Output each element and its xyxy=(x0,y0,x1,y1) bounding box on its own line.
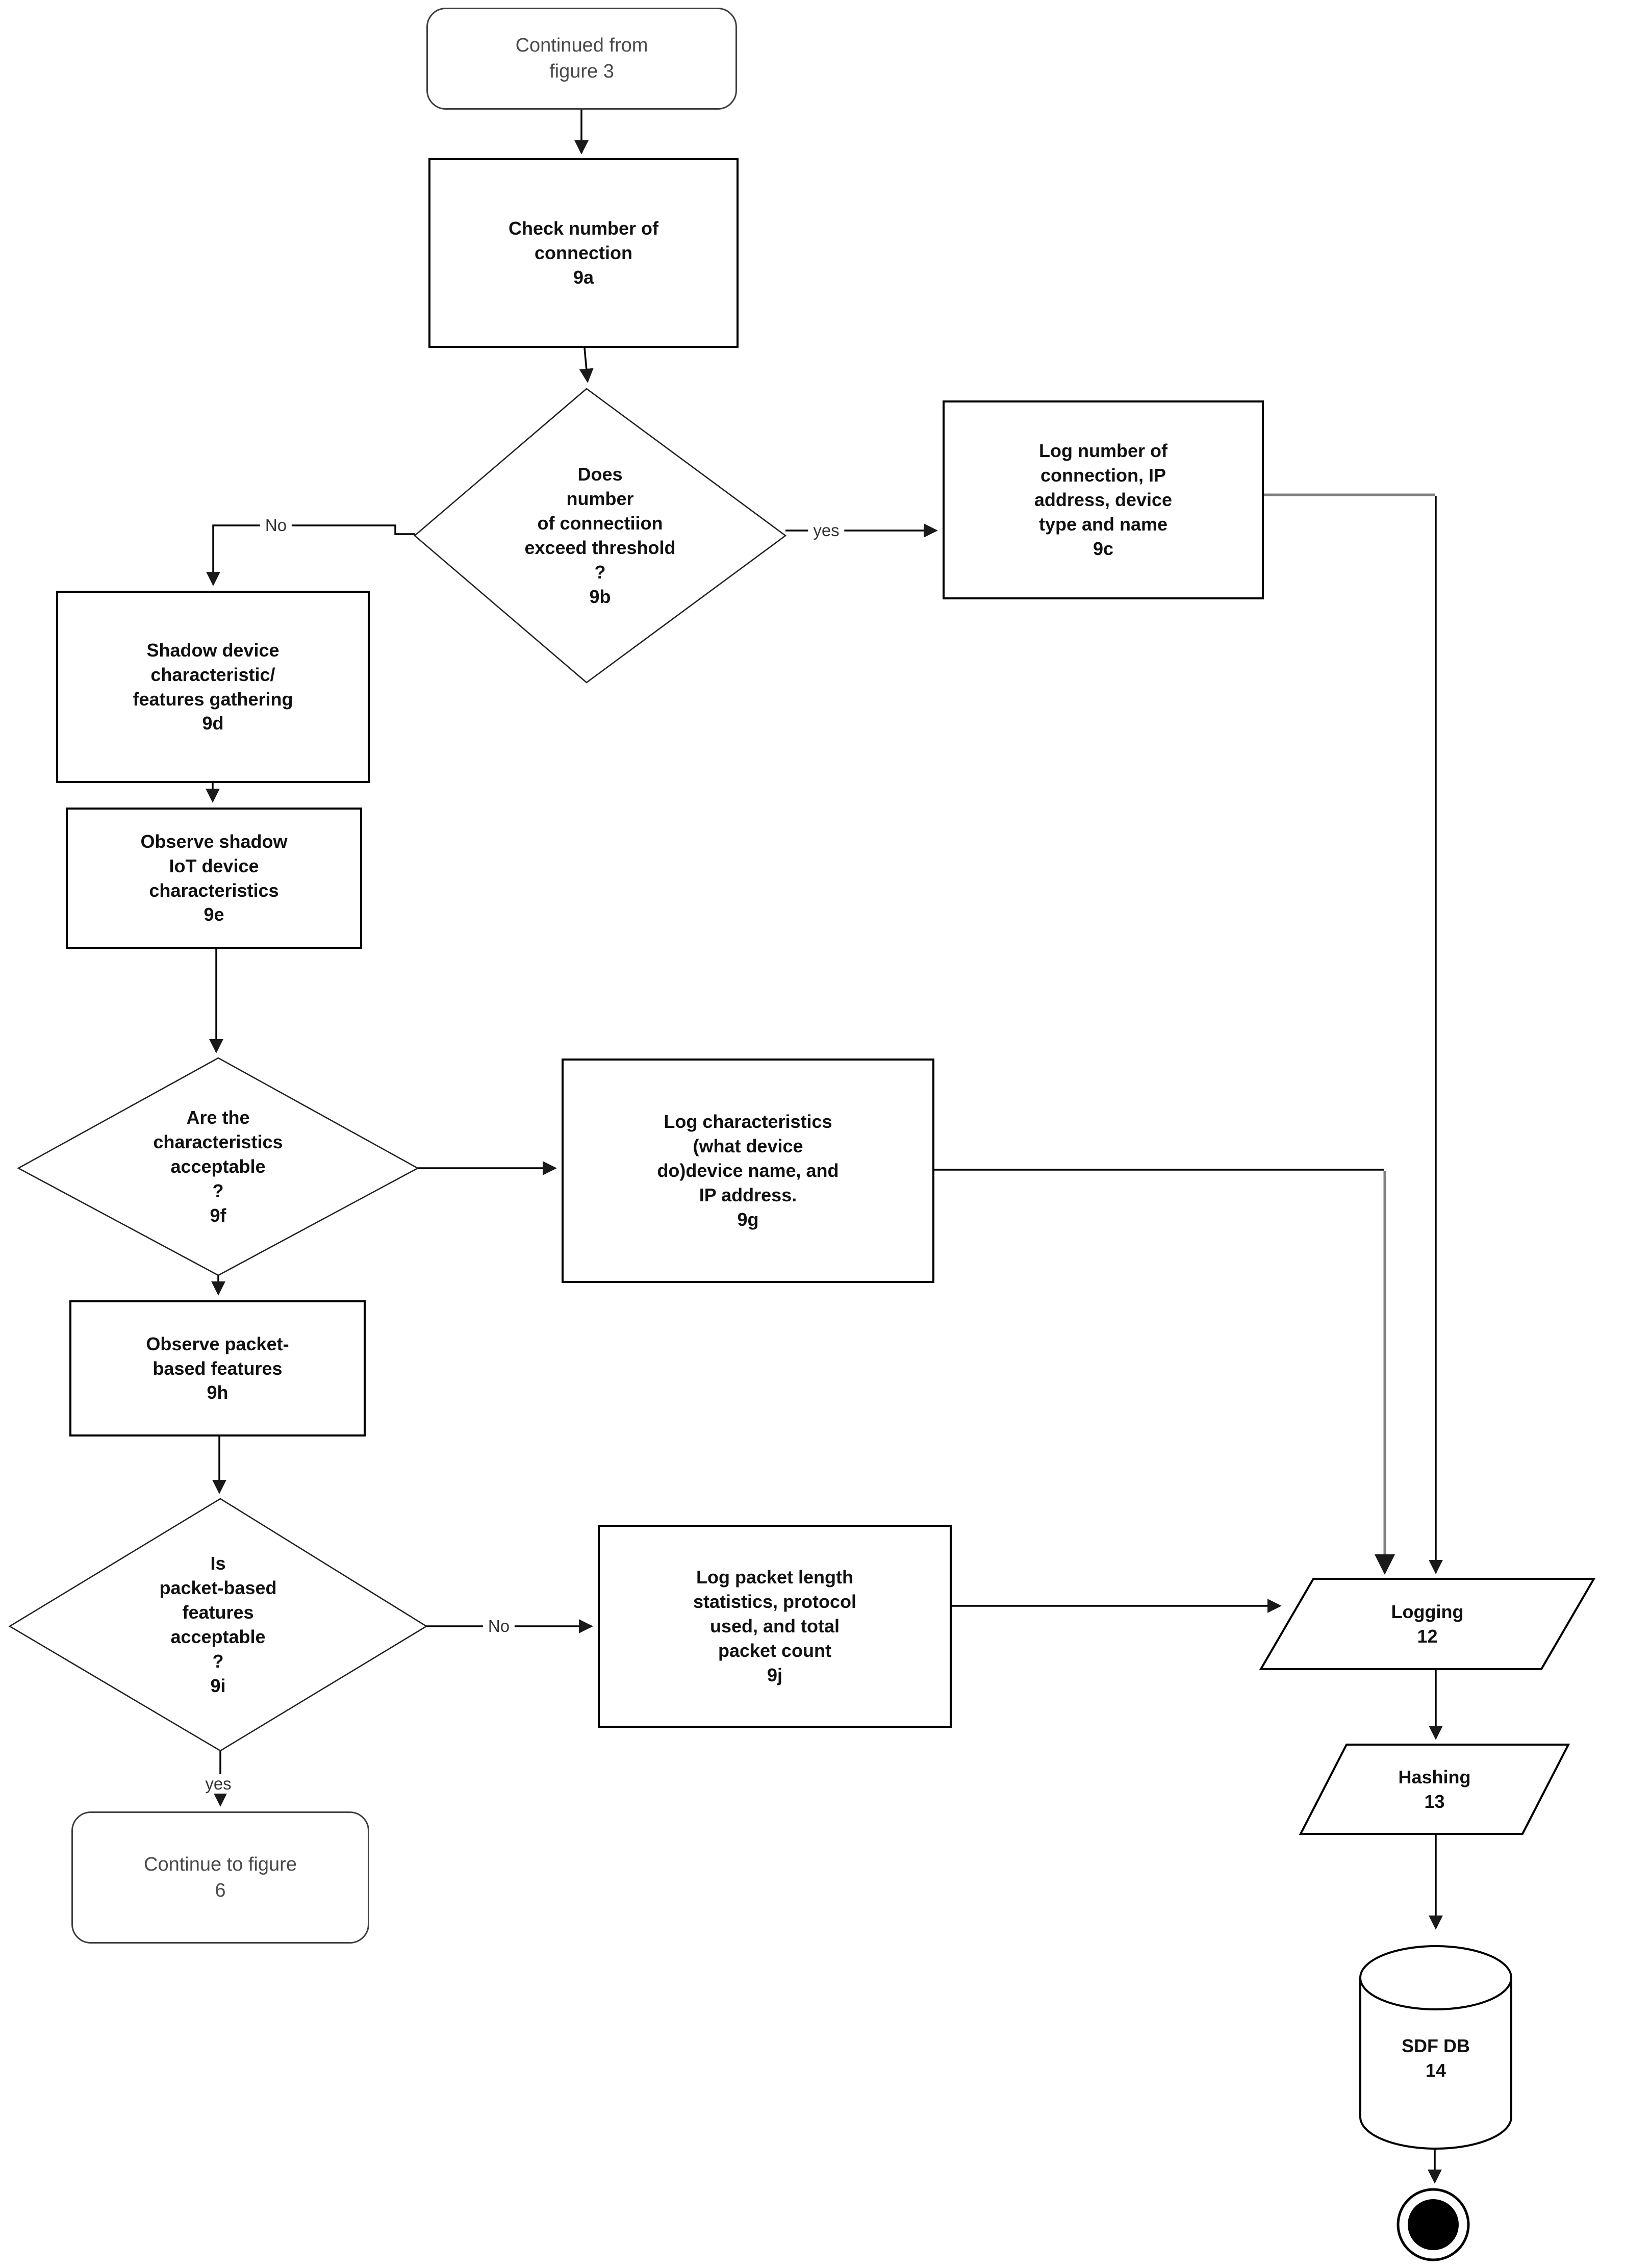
node-9e-label: Observe shadow IoT device characteristic… xyxy=(140,830,288,925)
database-cylinder-shape xyxy=(1359,1945,1512,2150)
node-9e: Observe shadow IoT device characteristic… xyxy=(66,808,362,949)
node-9j: Log packet length statistics, protocol u… xyxy=(598,1525,952,1728)
node-9i-label: Is packet-based features acceptable ? 9i xyxy=(159,1553,277,1696)
node-9g-label: Log characteristics (what device do)devi… xyxy=(657,1111,839,1230)
edge-label-9b-no: No xyxy=(260,516,292,535)
node-9b-label: Does number of connectiion exceed thresh… xyxy=(524,464,676,607)
node-9d-label: Shadow device characteristic/ features g… xyxy=(133,639,293,734)
node-9d: Shadow device characteristic/ features g… xyxy=(56,591,370,783)
node-9f-label: Are the characteristics acceptable ? 9f xyxy=(153,1107,283,1226)
node-9a-label: Check number of connection 9a xyxy=(508,218,659,288)
node-sdf-db-label: SDF DB 14 xyxy=(1402,2035,1470,2081)
node-start: Continued from figure 3 xyxy=(426,8,737,110)
node-end-figure6: Continue to figure 6 xyxy=(71,1811,369,1944)
edge-9a-9b xyxy=(579,347,594,383)
node-9b: Does number of connectiion exceed thresh… xyxy=(415,389,785,683)
node-9g: Log characteristics (what device do)devi… xyxy=(562,1059,934,1283)
node-start-label: Continued from figure 3 xyxy=(515,35,648,82)
node-9f: Are the characteristics acceptable ? 9f xyxy=(18,1058,418,1275)
node-hashing: Hashing 13 xyxy=(1301,1745,1568,1834)
edge-9b-9d-no xyxy=(206,524,415,586)
node-hashing-label: Hashing 13 xyxy=(1398,1766,1471,1812)
node-9c: Log number of connection, IP address, de… xyxy=(943,400,1264,599)
node-9c-label: Log number of connection, IP address, de… xyxy=(1034,440,1173,559)
node-logging: Logging 12 xyxy=(1261,1579,1594,1669)
edge-label-9i-no: No xyxy=(483,1617,515,1636)
end-state-icon xyxy=(1397,2188,1470,2261)
edge-label-9b-yes: yes xyxy=(808,521,845,540)
node-9j-label: Log packet length statistics, protocol u… xyxy=(693,1567,857,1685)
decision-9b-shape xyxy=(413,388,787,684)
node-logging-label: Logging 12 xyxy=(1391,1601,1464,1647)
node-end-figure6-label: Continue to figure 6 xyxy=(144,1853,297,1901)
node-sdf-db: SDF DB 14 xyxy=(1360,2005,1511,2112)
hashing-shape xyxy=(1299,1744,1570,1835)
node-9a: Check number of connection 9a xyxy=(428,158,739,348)
node-9i: Is packet-based features acceptable ? 9i xyxy=(10,1499,426,1751)
node-9h-label: Observe packet- based features 9h xyxy=(146,1333,289,1403)
logging-shape xyxy=(1259,1578,1596,1670)
edge-label-9i-yes: yes xyxy=(200,1774,237,1794)
node-9h: Observe packet- based features 9h xyxy=(69,1300,366,1437)
